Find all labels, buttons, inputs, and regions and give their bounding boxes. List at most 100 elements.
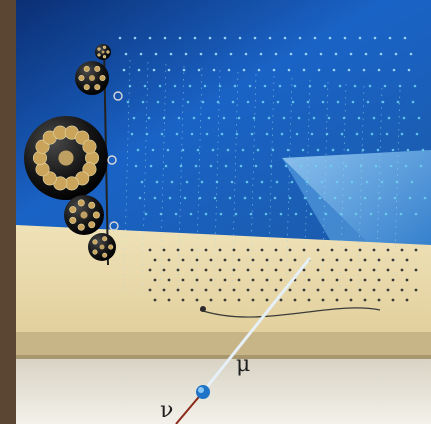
sensor-dot bbox=[195, 298, 199, 302]
sensor-dot bbox=[363, 298, 367, 302]
sensor-dot bbox=[265, 132, 269, 136]
sensor-dot bbox=[389, 164, 393, 168]
sensor-dot bbox=[238, 36, 242, 40]
sensor-dot bbox=[133, 36, 137, 40]
sensor-dot bbox=[274, 52, 278, 56]
sensor-dot bbox=[321, 100, 325, 104]
sensor-dot bbox=[349, 278, 353, 282]
sensor-dot bbox=[298, 36, 302, 40]
sensor-dot bbox=[387, 116, 391, 120]
sensor-dot bbox=[162, 268, 166, 272]
sensor-dot bbox=[353, 84, 357, 88]
sensor-dot bbox=[198, 196, 202, 200]
sensor-dot bbox=[302, 248, 306, 252]
sensor-dot bbox=[349, 298, 353, 302]
sensor-dot bbox=[400, 248, 404, 252]
sensor-dot bbox=[154, 52, 158, 56]
sensor-dot bbox=[405, 278, 409, 282]
sensor-dot bbox=[417, 116, 421, 120]
sensor-dot bbox=[413, 84, 417, 88]
sensor-dot bbox=[323, 84, 327, 88]
sensor-dot bbox=[176, 268, 180, 272]
sensor-dot bbox=[239, 164, 243, 168]
sensor-dot bbox=[279, 212, 283, 216]
sensor-dot bbox=[204, 248, 208, 252]
sensor-dot bbox=[274, 248, 278, 252]
sensor-dot bbox=[278, 84, 282, 88]
ice-edge bbox=[16, 332, 431, 358]
sensor-dot bbox=[419, 164, 423, 168]
sensor-dot bbox=[379, 52, 383, 56]
sensor-dot bbox=[306, 100, 310, 104]
sensor-dot bbox=[309, 212, 313, 216]
sensor-dot bbox=[261, 100, 265, 104]
sensor-dot bbox=[151, 148, 155, 152]
sensor-dot bbox=[330, 288, 334, 292]
sensor-dot bbox=[251, 278, 255, 282]
sensor-dot bbox=[302, 268, 306, 272]
sensor-dot bbox=[358, 268, 362, 272]
sensor-dot bbox=[220, 132, 224, 136]
sensor-dot bbox=[244, 52, 248, 56]
sensor-dot bbox=[237, 278, 241, 282]
sensor-dot bbox=[407, 68, 411, 72]
sensor-dot bbox=[274, 268, 278, 272]
sensor-dot bbox=[268, 36, 272, 40]
sensor-dot bbox=[218, 268, 222, 272]
sensor-dot bbox=[290, 180, 294, 184]
sensor-dot bbox=[358, 288, 362, 292]
module-clamp bbox=[107, 155, 117, 165]
sensor-dot bbox=[332, 68, 336, 72]
sensor-dot bbox=[351, 100, 355, 104]
sensor-dot bbox=[399, 212, 403, 216]
sensor-dot bbox=[148, 288, 152, 292]
sensor-dot bbox=[162, 288, 166, 292]
sensor-dot bbox=[153, 278, 157, 282]
sensor-dot bbox=[344, 268, 348, 272]
sensor-dot bbox=[190, 268, 194, 272]
sensor-dot bbox=[147, 116, 151, 120]
sensor-dot bbox=[208, 36, 212, 40]
light-prism bbox=[282, 150, 431, 270]
sensor-dot bbox=[189, 212, 193, 216]
sensor-dot bbox=[314, 164, 318, 168]
sensor-dot bbox=[308, 84, 312, 88]
sensor-dot bbox=[403, 36, 407, 40]
spherical-optical-module-icon bbox=[88, 233, 116, 261]
sensor-dot bbox=[141, 100, 145, 104]
sensor-dot bbox=[288, 288, 292, 292]
sensor-dot bbox=[358, 248, 362, 252]
sensor-dot bbox=[377, 68, 381, 72]
sensor-dot bbox=[271, 148, 275, 152]
sensor-dot bbox=[181, 298, 185, 302]
sensor-dot bbox=[312, 116, 316, 120]
sensor-dot bbox=[385, 132, 389, 136]
sensor-dot bbox=[293, 258, 297, 262]
sensor-dot bbox=[190, 132, 194, 136]
sensor-dot bbox=[163, 36, 167, 40]
sensor-dot bbox=[316, 268, 320, 272]
sensor-dot bbox=[209, 164, 213, 168]
sensor-dot bbox=[169, 52, 173, 56]
sensor-dot bbox=[176, 248, 180, 252]
spherical-optical-module-icon bbox=[24, 116, 108, 200]
sensor-dot bbox=[241, 148, 245, 152]
sensor-dot bbox=[167, 68, 171, 72]
sensor-dot bbox=[214, 52, 218, 56]
sensor-dot bbox=[335, 258, 339, 262]
sensor-dot bbox=[383, 84, 387, 88]
sensor-dot bbox=[234, 212, 238, 216]
sensor-dot bbox=[196, 148, 200, 152]
sensor-dot bbox=[194, 164, 198, 168]
sensor-dot bbox=[122, 68, 126, 72]
sensor-dot bbox=[372, 288, 376, 292]
sensor-dot bbox=[183, 196, 187, 200]
sensor-dot bbox=[286, 148, 290, 152]
sensor-dot bbox=[334, 52, 338, 56]
sensor-dot bbox=[153, 258, 157, 262]
sensor-dot bbox=[167, 298, 171, 302]
sensor-dot bbox=[338, 84, 342, 88]
sensor-dot bbox=[204, 212, 208, 216]
sensor-dot bbox=[229, 52, 233, 56]
sensor-dot bbox=[155, 180, 159, 184]
